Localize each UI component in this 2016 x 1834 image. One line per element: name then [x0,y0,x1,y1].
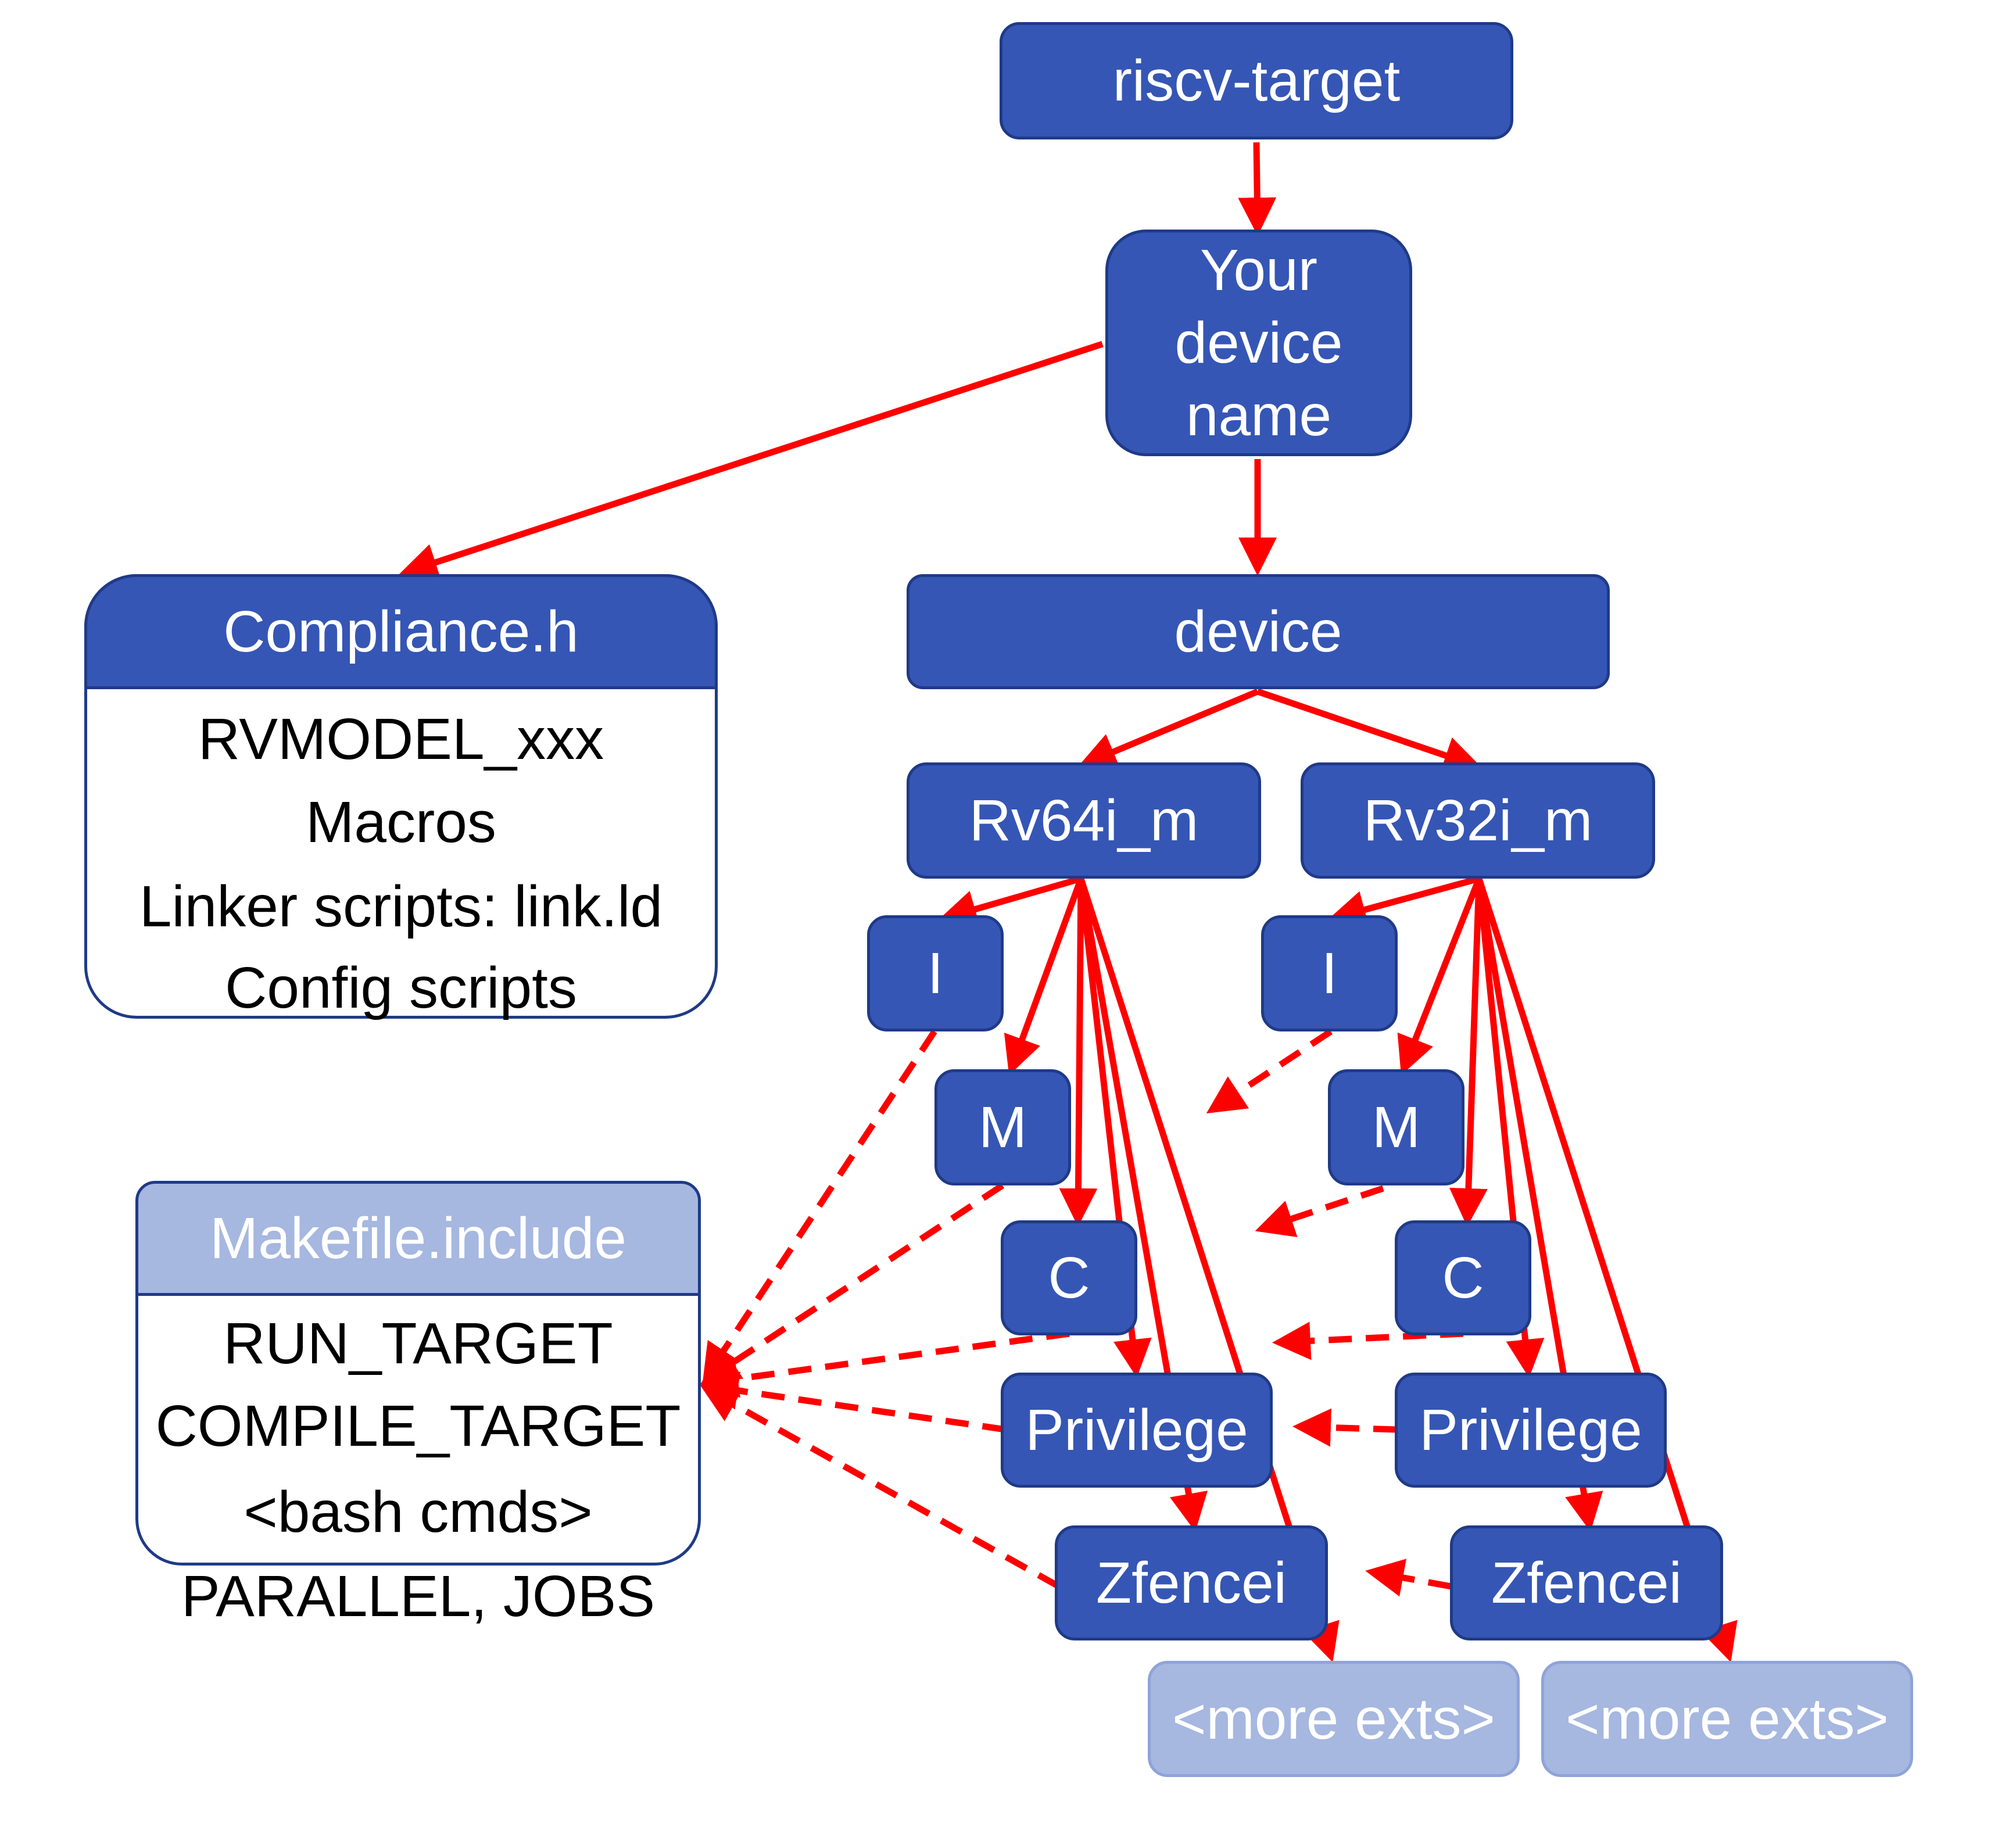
rv32-ext-i: I [1261,915,1398,1031]
rv64-ext-m: M [934,1069,1071,1185]
rv32-ext-m: M [1328,1069,1464,1185]
dashed-arrow-c-to-makefile [700,1330,1070,1398]
compliance-card-header: Compliance.h [84,574,718,689]
arrow-device-to-rv32 [1256,688,1483,774]
rv64-ext-i-label: I [927,941,944,1006]
dashed-arrow-rv32-m [1255,1185,1384,1237]
device-name-line-2: device [1174,310,1343,375]
rv32-ext-privilege: Privilege [1395,1373,1667,1488]
rv32-ext-i-label: I [1321,941,1338,1006]
node-rv64: Rv64i_m [907,762,1261,879]
makefile-line-1: RUN_TARGET [223,1311,613,1376]
rv64-ext-privilege: Privilege [1001,1373,1273,1488]
rv32-ext-zfencei: Zfencei [1450,1525,1723,1640]
arrow-rv64-to-i [938,875,1082,928]
node-rv32-label: Rv32i_m [1363,788,1593,853]
node-riscv-target-label: riscv-target [1112,48,1401,113]
rv32-ext-c: C [1395,1220,1531,1335]
arrow-rv32-to-c [1449,878,1488,1227]
rv32-ext-c-label: C [1442,1245,1484,1310]
rv32-ext-more: <more exts> [1541,1661,1913,1777]
arrow-rv32-to-m [1397,877,1483,1076]
compliance-line-3: Linker scripts: link.ld [139,874,663,939]
rv64-ext-c: C [1001,1220,1137,1335]
compliance-line-2: Macros [306,790,496,855]
rv64-ext-m-label: M [978,1095,1027,1160]
rv32-ext-zfencei-label: Zfencei [1491,1550,1682,1616]
arrow-device-name-to-compliance [399,341,1104,581]
rv32-ext-more-label: <more exts> [1566,1686,1889,1751]
node-rv64-label: Rv64i_m [969,788,1199,853]
rv64-ext-i: I [867,915,1004,1031]
arrow-rv64-to-c [1059,878,1098,1227]
arrow-rv32-to-i [1327,875,1480,929]
node-device-name: Your device name [1105,230,1412,456]
node-riscv-target: riscv-target [1000,22,1513,139]
device-name-line-1: Your [1199,237,1318,303]
makefile-card-header: Makefile.include [135,1181,701,1296]
rv64-ext-zfencei-label: Zfencei [1096,1550,1287,1616]
makefile-line-3: <bash cmds> [244,1480,593,1545]
makefile-line-2: COMPILE_TARGET [155,1394,681,1459]
compliance-title: Compliance.h [223,599,579,664]
makefile-card: Makefile.include RUN_TARGET COMPILE_TARG… [135,1181,701,1566]
dashed-arrow-zfencei-to-makefile [700,1385,1061,1589]
rv64-ext-privilege-label: Privilege [1025,1398,1248,1463]
rv64-ext-more: <more exts> [1148,1661,1520,1777]
dashed-arrow-rv32-privilege [1292,1408,1397,1447]
compliance-line-1: RVMODEL_xxx [198,707,604,772]
arrow-device-to-rv64 [1077,688,1259,770]
device-name-line-3: name [1186,382,1332,448]
compliance-card: Compliance.h RVMODEL_xxx Macros Linker s… [84,574,718,1020]
node-device: device [907,574,1610,689]
node-rv32: Rv32i_m [1301,762,1655,879]
dashed-arrow-m-to-makefile [700,1183,1005,1384]
node-device-label: device [1174,599,1342,664]
dashed-arrow-i-to-makefile [702,1029,937,1383]
rv64-ext-c-label: C [1048,1245,1090,1310]
rv64-ext-zfencei: Zfencei [1055,1525,1328,1640]
rv32-ext-m-label: M [1372,1095,1421,1160]
makefile-title: Makefile.include [209,1205,627,1271]
dashed-arrow-rv32-i [1206,1029,1333,1114]
arrow-rv64-to-m [1004,877,1084,1076]
dashed-arrow-privilege-to-makefile [700,1371,1006,1433]
rv32-ext-privilege-label: Privilege [1419,1398,1642,1463]
arrow-root-to-device-name [1238,142,1277,236]
dashed-arrow-rv32-c [1272,1321,1464,1360]
dashed-arrow-rv32-zfencei [1365,1559,1452,1597]
compliance-line-4: Config scripts [225,955,577,1020]
makefile-line-4: PARALLEL, JOBS [181,1564,656,1629]
rv64-ext-more-label: <more exts> [1172,1686,1495,1751]
